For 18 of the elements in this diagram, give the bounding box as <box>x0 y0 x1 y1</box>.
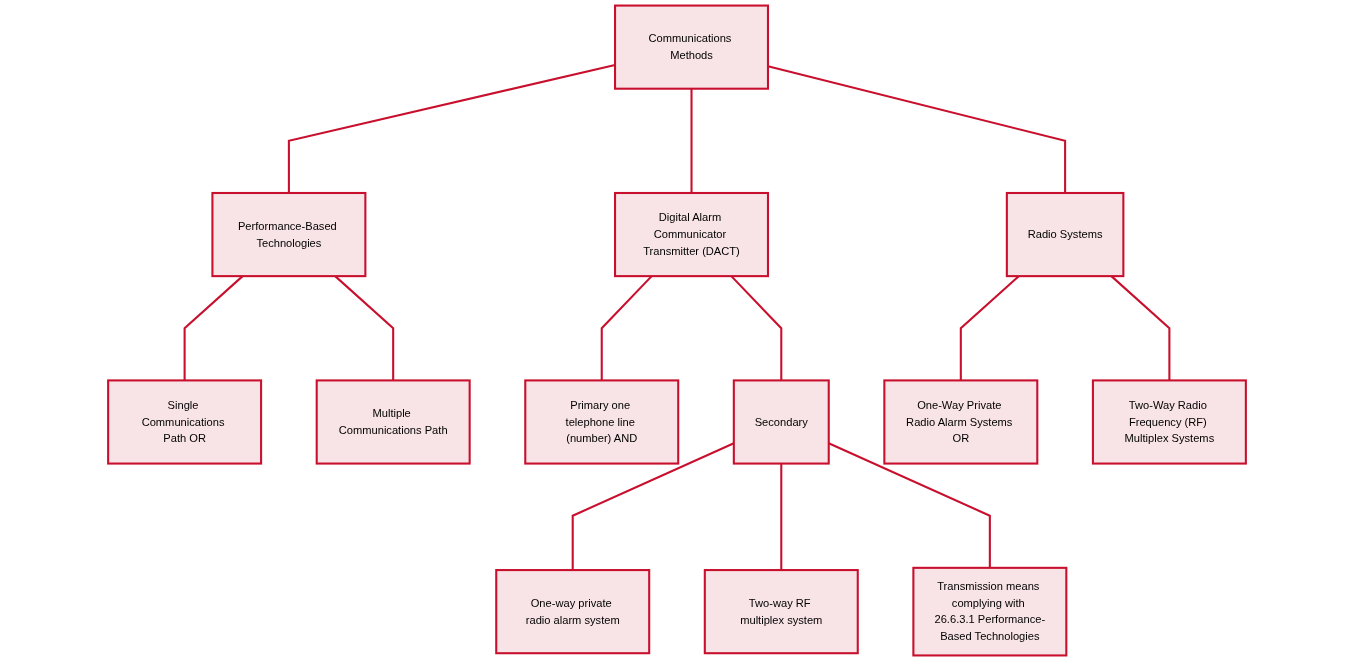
node-box: Communications Methods <box>614 4 770 90</box>
node-box: One-Way Private Radio Alarm Systems OR <box>883 379 1039 465</box>
node-box: Digital Alarm Communicator Transmitter (DACT) <box>614 191 770 278</box>
node-box: Multiple Communications Path <box>315 379 471 465</box>
node-box: Two-way RF multiplex system <box>703 569 859 655</box>
node-box: Primary one telephone line (number) AND <box>524 379 680 465</box>
node-box: Two-Way Radio Frequency (RF) Multiplex Systems <box>1091 379 1247 465</box>
connector <box>767 65 1067 193</box>
connector <box>690 88 693 193</box>
node-box: Radio Systems <box>1005 191 1125 278</box>
connector <box>287 63 616 193</box>
node-box: Secondary <box>732 379 830 465</box>
node-box: Performance-Based Technologies <box>211 191 367 278</box>
node-box: Single Communications Path OR <box>107 379 263 465</box>
connector <box>828 442 991 568</box>
node-box: One-way private radio alarm system <box>495 569 651 655</box>
node-box: Transmission means complying with 26.6.3.1 Performance-Based Technologies <box>912 566 1068 657</box>
connector <box>780 463 783 571</box>
